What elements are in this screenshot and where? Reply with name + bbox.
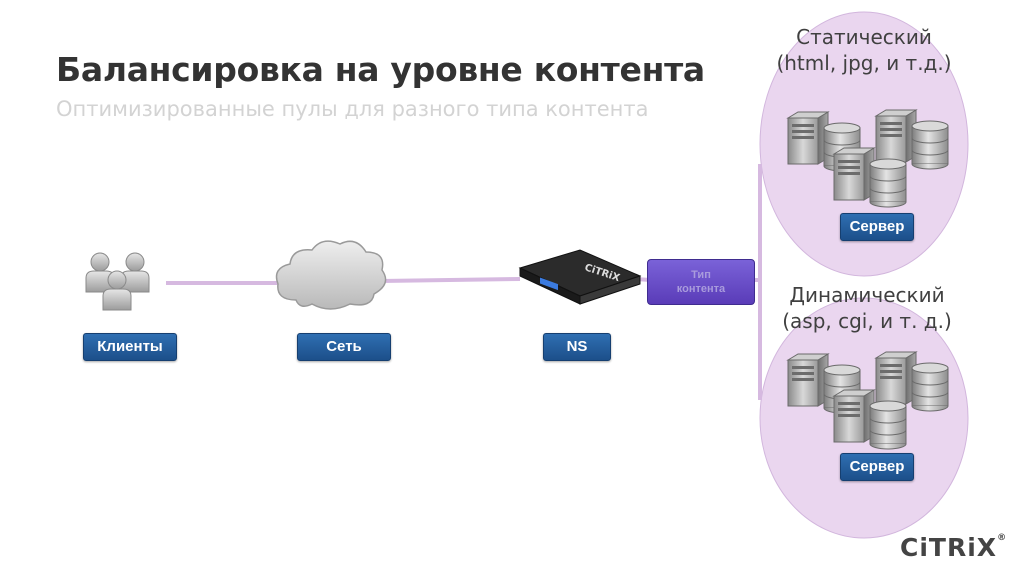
static-pool-name: Статический bbox=[796, 25, 932, 49]
static-pool-label: Статический (html, jpg, и т.д.) bbox=[764, 24, 964, 76]
network-label: Сеть bbox=[297, 333, 391, 361]
dynamic-pool-name: Динамический bbox=[789, 283, 945, 307]
slide-subtitle: Оптимизированные пулы для разного типа к… bbox=[56, 97, 649, 121]
cloud-icon bbox=[275, 240, 387, 310]
dynamic-pool-label: Динамический (asp, cgi, и т. д.) bbox=[762, 282, 972, 334]
connection-lines bbox=[166, 164, 762, 400]
content-type-line1: Тип bbox=[691, 269, 711, 281]
clients-icon bbox=[85, 252, 150, 311]
dynamic-server-label: Сервер bbox=[840, 453, 914, 481]
netscaler-appliance-icon: CiTRiX bbox=[518, 249, 642, 305]
static-pool-types: (html, jpg, и т.д.) bbox=[776, 51, 952, 75]
static-server-label: Сервер bbox=[840, 213, 914, 241]
ns-label: NS bbox=[543, 333, 611, 361]
dynamic-pool-types: (asp, cgi, и т. д.) bbox=[782, 309, 952, 333]
content-type-line2: контента bbox=[676, 283, 726, 295]
clients-label: Клиенты bbox=[83, 333, 177, 361]
content-type-box: Тип контента bbox=[647, 259, 755, 305]
slide-title: Балансировка на уровне контента bbox=[56, 50, 705, 89]
static-pool-circle bbox=[759, 11, 969, 277]
citrix-logo: CiTRiX® bbox=[900, 533, 1008, 562]
